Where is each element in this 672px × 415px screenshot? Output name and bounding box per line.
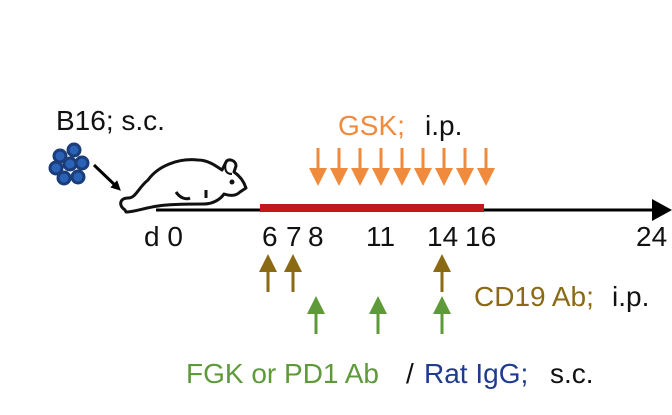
gsk-arrow-head (309, 168, 327, 186)
gsk-arrow-head (414, 168, 432, 186)
fgk-up-arrow-head (369, 296, 387, 314)
gsk-arrow-head (372, 168, 390, 186)
day-label-d0: d 0 (144, 221, 183, 252)
fgk-pd1-label: FGK or PD1 Ab (186, 358, 379, 389)
gsk-down-arrow (351, 148, 369, 186)
gsk-down-arrow (477, 148, 495, 186)
tumor-label: B16; s.c. (56, 105, 165, 136)
fgk-up-arrow (369, 296, 387, 334)
gsk-arrow-head (477, 168, 495, 186)
cd19-up-arrow (259, 254, 277, 292)
gsk-arrow-head (351, 168, 369, 186)
fgk-up-arrow-head (307, 296, 325, 314)
tumor-cells-icon (48, 142, 90, 186)
cd19-route-label: i.p. (612, 281, 650, 312)
gsk-down-arrow (330, 148, 348, 186)
day-label-6: 6 (262, 221, 278, 252)
injection-arrow (92, 163, 121, 191)
cd19-drug-label: CD19 Ab; (474, 281, 594, 312)
gsk-arrow-head (456, 168, 474, 186)
fgk-route-label: s.c. (550, 358, 594, 389)
day-label-14: 14 (427, 221, 459, 252)
cd19-up-arrow (284, 254, 302, 292)
gsk-down-arrow (372, 148, 390, 186)
gsk-treatment-bar (260, 204, 484, 212)
cd19-up-arrow-head (259, 254, 277, 272)
fgk-up-arrow (307, 296, 325, 334)
fgk-up-arrow-head (433, 296, 451, 314)
cd19-up-arrow-head (284, 254, 302, 272)
day-label-11: 11 (366, 221, 396, 252)
gsk-route-label: i.p. (425, 110, 463, 141)
mouse-icon (119, 158, 248, 214)
day-label-8: 8 (308, 221, 324, 252)
day-label-16: 16 (465, 221, 497, 252)
gsk-drug-label: GSK; (338, 110, 405, 141)
cd19-up-arrow-head (433, 254, 451, 272)
cd19-up-arrow (433, 254, 451, 292)
gsk-down-arrow (393, 148, 411, 186)
gsk-arrow-head (330, 168, 348, 186)
gsk-down-arrow (456, 148, 474, 186)
fgk-up-arrow (433, 296, 451, 334)
slash-label: / (406, 358, 414, 389)
gsk-down-arrow (435, 148, 453, 186)
gsk-arrow-head (393, 168, 411, 186)
day-label-24: 24 (636, 221, 668, 252)
gsk-down-arrow (414, 148, 432, 186)
timeline-axis-arrowhead (652, 199, 672, 221)
gsk-arrow-head (435, 168, 453, 186)
rat-igg-label: Rat IgG; (424, 358, 529, 389)
gsk-down-arrow (309, 148, 327, 186)
day-label-7: 7 (286, 221, 302, 252)
